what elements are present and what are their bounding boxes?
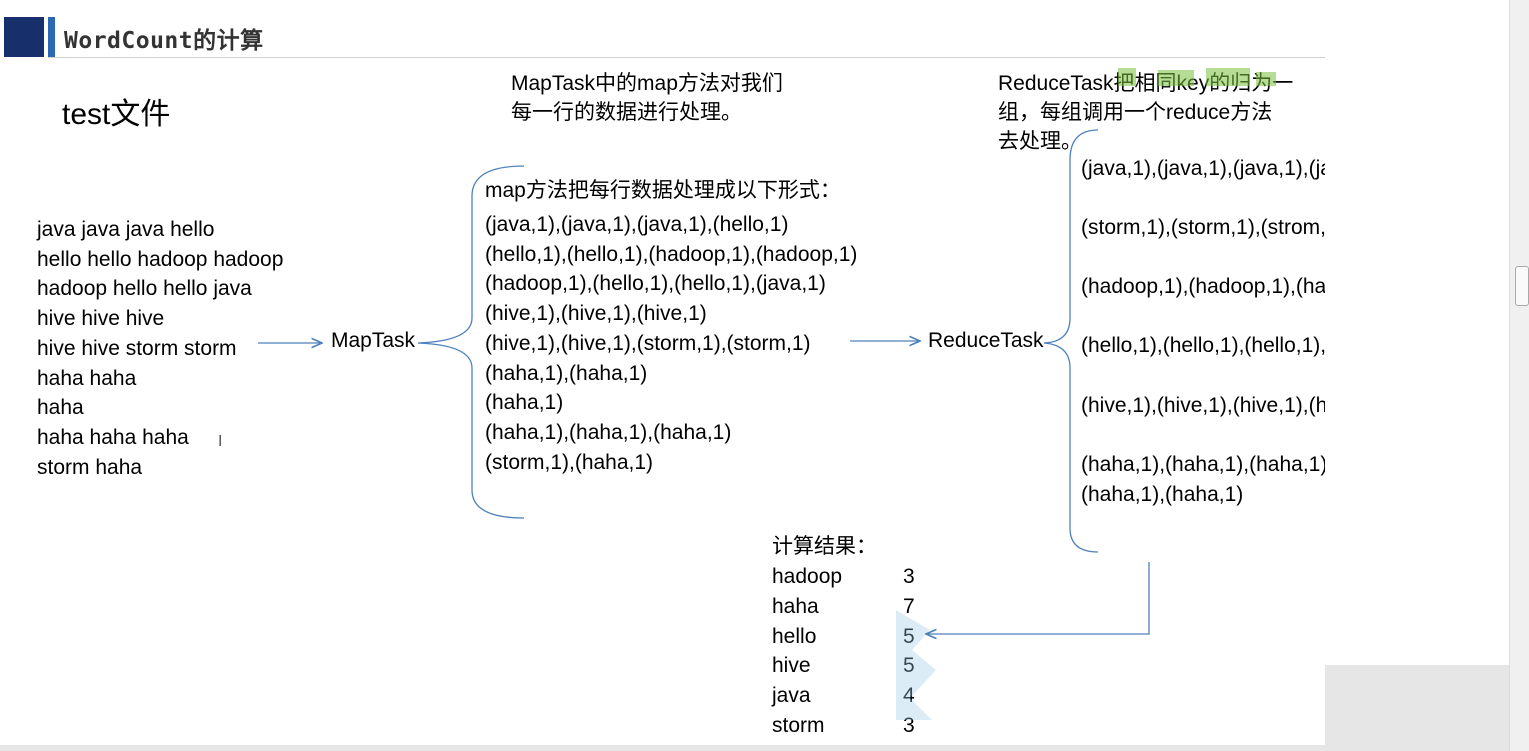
input-line: haha haha (37, 366, 137, 390)
result-count: 7 (903, 594, 915, 618)
watermark-green (1118, 68, 1276, 86)
result-count: 3 (903, 714, 915, 737)
input-line: haha haha haha (37, 425, 189, 449)
page-title: WordCount的计算 (64, 28, 264, 54)
result-word: hello (772, 624, 817, 648)
map-note: MapTask中的map方法对我们每一行的数据进行处理。 (511, 69, 783, 127)
result-word: hadoop (772, 565, 843, 588)
result-word: haha (772, 594, 819, 618)
map-output-line: (storm,1),(haha,1) (485, 450, 654, 474)
result-word: storm (772, 714, 825, 737)
map-output-line: (hadoop,1),(hello,1),(hello,1),(java,1) (485, 272, 826, 296)
map-output-line: (haha,1),(haha,1) (485, 361, 648, 385)
watermark-blue (896, 610, 936, 720)
map-heading: map方法把每行数据处理成以下形式： (485, 179, 841, 202)
input-line: hive hive hive (37, 307, 165, 331)
input-lines: java java java hello hello hello hadoop h… (37, 215, 283, 482)
slide: WordCount的计算 test文件 java java java hello… (0, 0, 1325, 745)
result-count: 4 (903, 681, 915, 711)
reduce-note-line: 去处理。 (998, 130, 1082, 153)
map-note-line: 每一行的数据进行处理。 (511, 101, 742, 124)
input-line: java java java hello (37, 218, 215, 241)
map-note-line: MapTask中的map方法对我们 (511, 72, 783, 95)
reduce-group-line: (haha,1),(haha,1),(haha,1),(haha,1),(hah… (1081, 453, 1325, 476)
reduce-group-line: (hello,1),(hello,1),(hello,1),(hello,1),… (1081, 334, 1325, 357)
reduce-group-line: (storm,1),(storm,1),(strom,1) (1081, 216, 1325, 239)
input-line: hive hive storm storm (37, 336, 237, 360)
map-output-line: (haha,1),(haha,1),(haha,1) (485, 420, 732, 444)
reduce-note-line: 组，每组调用一个reduce方法 (998, 101, 1273, 124)
map-output-line: (hive,1),(hive,1),(storm,1),(storm,1) (485, 331, 811, 355)
result-word: java (772, 684, 811, 708)
title-divider (48, 57, 1325, 58)
input-line: storm haha (37, 455, 143, 479)
reduce-group-line: (hadoop,1),(hadoop,1),(hadoop,1) (1081, 275, 1325, 298)
reduce-group-line: (haha,1),(haha,1) (1081, 482, 1244, 506)
slide-overflow-area (1325, 0, 1529, 665)
map-output-line: (hive,1),(hive,1),(hive,1) (485, 302, 707, 326)
reduce-group-line: (hive,1),(hive,1),(hive,1),(hive,1),(hiv… (1081, 394, 1325, 417)
logo-block (4, 17, 44, 57)
reducetask-label: ReduceTask (928, 329, 1044, 352)
test-file-label: test文件 (62, 98, 171, 131)
result-count: 5 (903, 651, 915, 681)
reduce-group-line: (java,1),(java,1),(java,1),(java,1) (1081, 157, 1325, 180)
vertical-scrollbar[interactable] (1509, 0, 1529, 751)
maptask-label: MapTask (331, 329, 416, 352)
map-output-lines: (java,1),(java,1),(java,1),(hello,1) (hel… (485, 210, 857, 477)
input-line: hello hello hadoop hadoop (37, 247, 284, 271)
map-output-line: (java,1),(java,1),(java,1),(hello,1) (485, 213, 789, 236)
title-accent-bar (48, 17, 55, 57)
result-word: hive (772, 654, 811, 678)
map-output-line: (haha,1) (485, 391, 564, 415)
result-count: 5 (903, 622, 915, 652)
input-line: haha (37, 396, 84, 420)
scrollbar-thumb[interactable] (1515, 266, 1529, 306)
map-output-line: (hello,1),(hello,1),(hadoop,1),(hadoop,1… (485, 242, 858, 266)
result-count: 3 (903, 565, 915, 588)
text-cursor-icon: I (218, 433, 223, 450)
input-line: hadoop hello hello java (37, 277, 252, 301)
result-heading: 计算结果： (772, 535, 877, 558)
